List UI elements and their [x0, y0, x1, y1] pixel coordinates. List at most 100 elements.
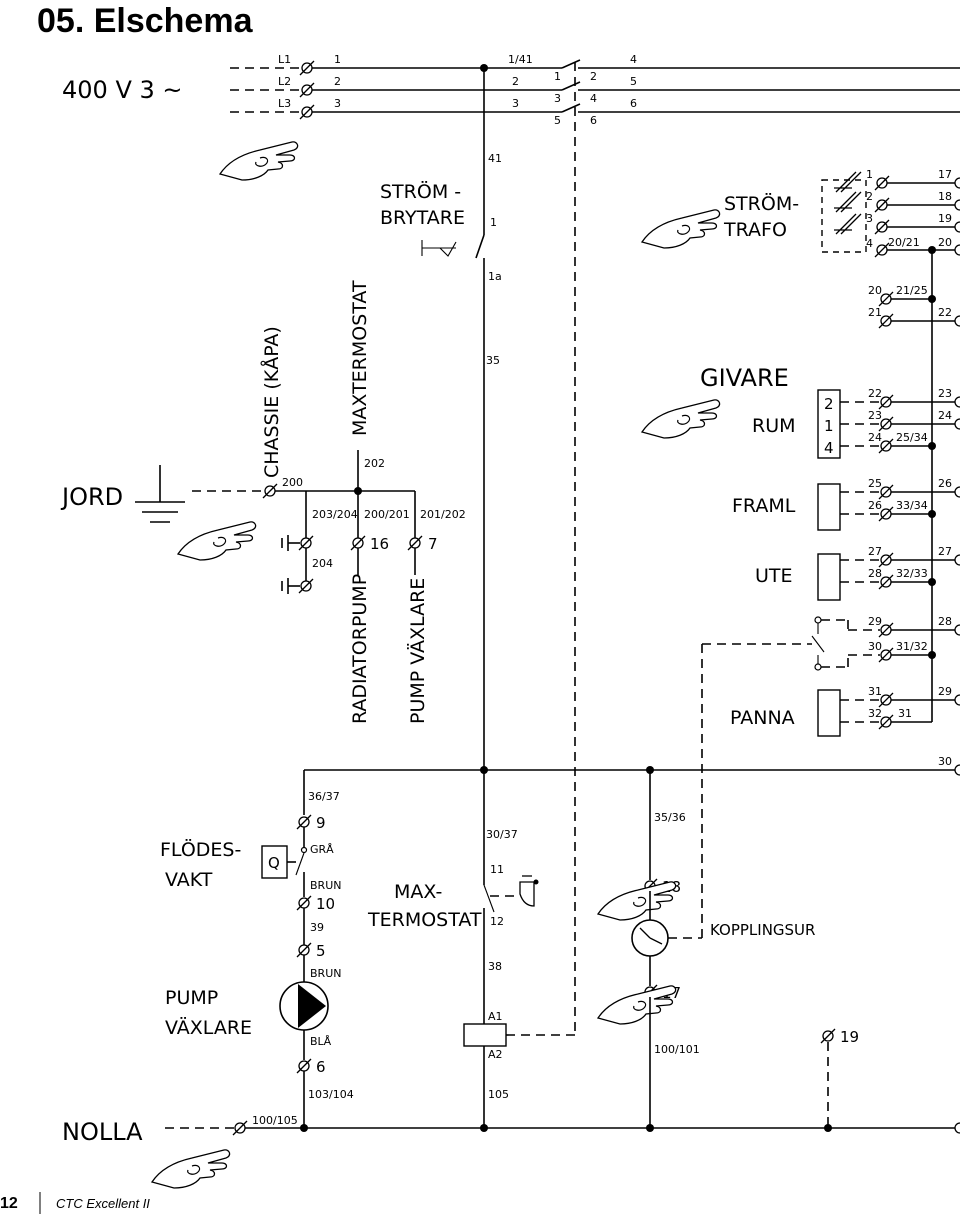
jord-label: JORD	[60, 483, 123, 511]
pointing-hand-icon	[219, 141, 299, 181]
wire-label: 5	[630, 75, 637, 88]
wire-label: 27	[938, 545, 952, 558]
maxtermostat-line2: TERMOSTAT	[367, 909, 482, 931]
givare-label: GIVARE	[700, 364, 789, 392]
wire-label: 39	[310, 921, 324, 934]
page-number: 12	[0, 1195, 18, 1212]
wire-label: 1/41	[508, 53, 533, 66]
wire-label: 22	[868, 387, 882, 400]
wire-label: 28	[938, 615, 952, 628]
terminal-10	[296, 895, 312, 911]
switch-label-line2: BRYTARE	[380, 207, 465, 229]
wire-label: 30	[868, 640, 882, 653]
terminal-label: 7	[428, 535, 438, 553]
wire-label: 26	[938, 477, 952, 490]
wire-label: 3	[334, 97, 341, 110]
wire-label: 5	[554, 114, 561, 127]
wire-label: 41	[488, 152, 502, 165]
wire-label: 29	[868, 615, 882, 628]
wire-label: 33/34	[896, 499, 928, 512]
page-title: 05. Elschema	[37, 2, 254, 40]
framl-label: FRAML	[732, 495, 796, 517]
pin-label: 4	[824, 439, 834, 457]
wire-label: 21/25	[896, 284, 928, 297]
wire-label: 31	[868, 685, 882, 698]
wire-label: BLÅ	[310, 1035, 332, 1048]
wire-label: 11	[490, 863, 504, 876]
terminal-5	[296, 942, 312, 958]
wire-label: 23	[938, 387, 952, 400]
wire-label: 24	[868, 431, 882, 444]
wire-label: 1	[866, 168, 873, 181]
wire-label: 27	[868, 545, 882, 558]
wire-label: 25/34	[896, 431, 928, 444]
wire-label: 21	[868, 306, 882, 319]
wire-label: 3	[512, 97, 519, 110]
wire-label: 203/204	[312, 508, 358, 521]
wire-label: 100/101	[654, 1043, 700, 1056]
wire-label: 2	[590, 70, 597, 83]
wire-label: 28	[868, 567, 882, 580]
wire-label: 200	[282, 476, 303, 489]
flodesvakt-line2: VAKT	[165, 869, 213, 891]
wire-label: A1	[488, 1010, 503, 1023]
terminal-l3	[299, 104, 315, 120]
q-label: Q	[268, 854, 280, 872]
wire-label: 105	[488, 1088, 509, 1101]
maxtermostat-vertical-label: MAXTERMOSTAT	[349, 280, 371, 436]
phase-l1: L1	[278, 53, 291, 66]
trafo-label-line1: STRÖM-	[724, 192, 799, 215]
pin-label: 2	[824, 395, 834, 413]
rum-label: RUM	[752, 415, 796, 437]
wire-label: 200/201	[364, 508, 410, 521]
terminal-strip	[954, 177, 960, 1134]
terminal-l2	[299, 82, 315, 98]
pump-vaxlare-vertical-label: PUMP VÄXLARE	[406, 578, 429, 724]
terminal-7	[407, 535, 423, 551]
wire-label: 22	[938, 306, 952, 319]
radiatorpump-label: RADIATORPUMP	[349, 574, 371, 724]
wire-label: A2	[488, 1048, 503, 1061]
footer-product: CTC Excellent II	[56, 1196, 150, 1211]
pointing-hand-icon	[151, 1149, 231, 1189]
trafo-coils	[834, 171, 862, 235]
wire-label: 4	[866, 237, 873, 250]
wire-label: 2	[866, 190, 873, 203]
terminal-9	[296, 814, 312, 830]
ute-label: UTE	[755, 565, 793, 587]
pointing-hand-icon	[597, 881, 677, 921]
phase-l3: L3	[278, 97, 291, 110]
wire-label: 24	[938, 409, 952, 422]
wire-label: 36/37	[308, 790, 340, 803]
pointing-hand-icon	[641, 399, 721, 439]
wire-label: BRUN	[310, 967, 341, 980]
wire-label: 17	[938, 168, 952, 181]
wire-label: 20	[938, 236, 952, 249]
wire-label: 20	[868, 284, 882, 297]
terminal-label: 6	[316, 1058, 326, 1076]
wire-label: 100/105	[252, 1114, 298, 1127]
wire-label: 26	[868, 499, 882, 512]
wire-label: 201/202	[420, 508, 466, 521]
wire-label: 23	[868, 409, 882, 422]
panna-label: PANNA	[730, 707, 795, 729]
ground-terminal	[298, 535, 314, 551]
pin-label: 1	[824, 417, 834, 435]
pointing-hand-icon	[177, 521, 257, 561]
wire-label: 6	[630, 97, 637, 110]
pump-label-line2: VÄXLARE	[165, 1016, 252, 1039]
wire-label: 202	[364, 457, 385, 470]
wire-label: 1a	[488, 270, 502, 283]
wire-label: 4	[590, 92, 597, 105]
wire-label: 18	[938, 190, 952, 203]
terminal-label: 16	[370, 535, 389, 553]
wire-label: 38	[488, 960, 502, 973]
wire-label: 31/32	[896, 640, 928, 653]
ground-terminal	[298, 578, 314, 594]
wire-label: 2	[334, 75, 341, 88]
terminal-label: 9	[316, 814, 326, 832]
wire-label: 2	[512, 75, 519, 88]
wire-label: 1	[334, 53, 341, 66]
ground-terminal	[262, 483, 278, 499]
wire-label: 4	[630, 53, 637, 66]
